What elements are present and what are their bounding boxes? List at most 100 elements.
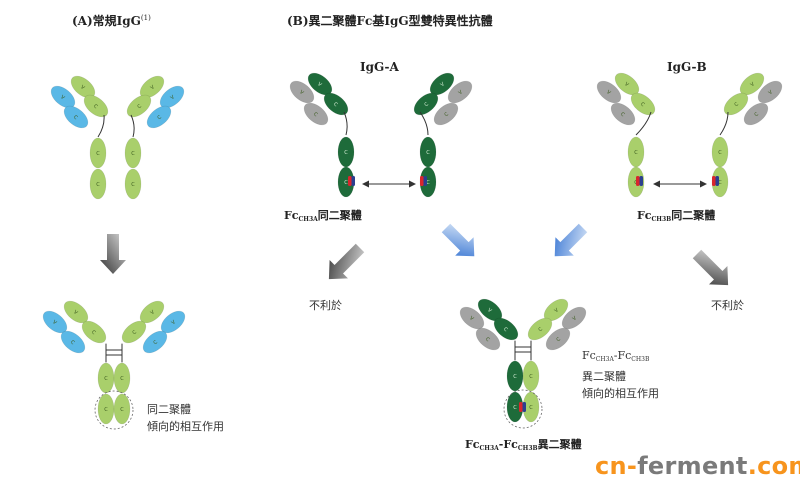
igg-a-right-vl-domain: V	[159, 85, 185, 109]
panel-b-note-line2: 異二聚體	[582, 370, 626, 383]
favored-right-blue-arrow	[554, 223, 588, 257]
iggA-right-vh-domain: V	[429, 72, 455, 96]
igg-assembled-left-cl-domain-label: C	[69, 339, 76, 346]
iggB-left-cl-domain: C	[610, 102, 636, 126]
iggA-right-ch2-domain: C	[419, 136, 437, 168]
igg-a-right-cl-domain: C	[146, 105, 172, 129]
note-fc-a-sub: CH3A	[595, 356, 614, 363]
igg-a-right-cl-domain-label: C	[156, 114, 163, 121]
iggB-left-vl-domain-label: V	[605, 89, 612, 96]
igg-a-left-hinge	[97, 114, 105, 138]
iggA-right-vl-domain-label: V	[457, 89, 464, 96]
diagram-arrows	[100, 180, 729, 286]
panel-a-down-arrow	[100, 234, 126, 274]
iggA-left-ch2-domain-label: C	[344, 150, 348, 156]
iggB-left-hole-mutation	[636, 176, 643, 186]
iggA-right-ch1-domain: C	[413, 92, 439, 116]
hetero-sub-b: CH3B	[517, 445, 538, 452]
homodimer-a-label: FcCH3A同二聚體	[284, 207, 362, 223]
iggB-left-vh-domain-label: V	[623, 81, 630, 88]
igg-assembled-left-ch3-domain: C	[97, 393, 115, 425]
igg-assembled-right-vh-domain-label: V	[149, 309, 156, 316]
iggB-right-vl-domain-label: V	[767, 89, 774, 96]
igg-assembled-ch3-interface-circle	[94, 390, 134, 430]
iggB-right-ch2-domain: C	[711, 136, 729, 168]
iggA-left-vl-domain: V	[289, 80, 315, 104]
igg-assembled-left-cl-domain: C	[60, 330, 86, 354]
watermark-logo: cn-ferment.com	[595, 452, 800, 480]
iggB-right-vh-domain: V	[739, 72, 765, 96]
iggA-right-cl-domain: C	[433, 102, 459, 126]
unfavorable-left-arrow	[328, 243, 365, 280]
hetero-mid: -Fc	[498, 438, 518, 451]
bispecific-left-ch3-domain-label: C	[513, 405, 517, 411]
heterodimer-label: FcCH3A-FcCH3B異二聚體	[465, 436, 582, 452]
iggA-left-cl-domain: C	[303, 102, 329, 126]
homodimer-a-double-arrow	[362, 180, 416, 188]
iggA-left-vh-domain-label: V	[316, 81, 323, 88]
iggA-left-ch1-domain: C	[323, 92, 349, 116]
igg-assembled-left-vl-domain-label: V	[51, 319, 58, 326]
igg-a-right-ch3-domain-label: C	[131, 182, 135, 188]
homodimer-b-prefix: Fc	[637, 209, 652, 222]
iggA-left-ch1-domain-label: C	[332, 101, 339, 108]
iggA-right-cl-domain-label: C	[443, 111, 450, 118]
iggB-left-vl-domain: V	[596, 80, 622, 104]
bispecific-left-vl-domain: V	[459, 306, 485, 330]
iggB-right-ch1-domain-label: C	[733, 101, 740, 108]
panel-a-heading-text: (A)常規IgG	[72, 14, 141, 28]
igg-a-right-vl-domain-label: V	[169, 94, 176, 101]
igg-assembled-left-vh-domain: V	[63, 300, 89, 324]
igg-a-left-cl-domain-label: C	[72, 114, 79, 121]
panel-b-heading: (B)異二聚體Fc基IgG型雙特異性抗體	[287, 14, 493, 28]
iggA-left-knob-mutation	[348, 176, 355, 186]
igg-a-left-ch2-domain: C	[89, 137, 107, 169]
iggB-right-ch1-domain: C	[723, 92, 749, 116]
igg-assembled-right-cl-domain: C	[142, 330, 168, 354]
homodimer-b-double-arrow	[653, 180, 707, 188]
iggA-right-vh-domain-label: V	[439, 81, 446, 88]
homodimer-a-sub: CH3A	[298, 216, 318, 223]
igg-a-left-ch3-domain: C	[89, 168, 107, 200]
iggB-left-hinge	[635, 111, 652, 136]
iggA-left-hinge	[343, 111, 348, 136]
bispecific-left-ch2-domain: C	[506, 360, 524, 392]
igg-a-left-ch3-domain-label: C	[96, 182, 100, 188]
igg-assembled-left-vl-domain: V	[42, 310, 68, 334]
iggA-left-cl-domain-label: C	[312, 111, 319, 118]
iggA-right-hinge	[419, 111, 429, 136]
homodimer-a-suffix: 同二聚體	[317, 209, 362, 222]
iggB-left-vh-domain: V	[614, 72, 640, 96]
bispecific-left-ch1-domain-label: C	[502, 326, 509, 333]
hetero-prefix: Fc	[465, 438, 480, 451]
igg-a-right-vh-domain-label: V	[149, 84, 156, 91]
hetero-sub-a: CH3A	[479, 445, 499, 452]
bispecific-right-ch2-domain-label: C	[529, 374, 533, 380]
igg-a-left-cl-domain: C	[63, 105, 89, 129]
unfavorable-right-label: 不利於	[711, 299, 744, 312]
bispecific-left-cl-domain: C	[475, 327, 501, 351]
bispecific-left-ch1-domain: C	[493, 317, 519, 341]
bispecific-right-vl-domain-label: V	[571, 315, 578, 322]
igg-assembled-right-vl-domain-label: V	[170, 319, 177, 326]
panel-a-note-line1: 同二聚體	[147, 403, 191, 416]
watermark-part2: ferment	[637, 452, 748, 480]
hetero-suffix: 異二聚體	[537, 438, 582, 451]
panel-a-note: 同二聚體 傾向的相互作用	[147, 401, 224, 435]
igg-a-left-vl-domain: V	[50, 85, 76, 109]
bispecific-ch3-interface-circle	[503, 389, 543, 429]
iggB-right-hinge	[719, 111, 729, 136]
iggB-right-cl-domain-label: C	[753, 111, 760, 118]
bispecific-left-ch2-domain-label: C	[513, 374, 517, 380]
igg-a-right-hinge	[130, 114, 135, 138]
note-dash: -Fc	[613, 349, 632, 362]
homodimer-a-prefix: Fc	[284, 209, 299, 222]
panel-a-note-line2: 傾向的相互作用	[147, 420, 224, 433]
iggB-right-vl-domain: V	[757, 80, 783, 104]
bispecific-right-ch2-domain: C	[522, 360, 540, 392]
igg-a-left-ch1-domain-label: C	[92, 103, 99, 110]
igg-a-right-ch3-domain: C	[124, 168, 142, 200]
bispecific-right-ch1-domain: C	[527, 317, 553, 341]
unfavorable-right-arrow	[692, 249, 729, 286]
